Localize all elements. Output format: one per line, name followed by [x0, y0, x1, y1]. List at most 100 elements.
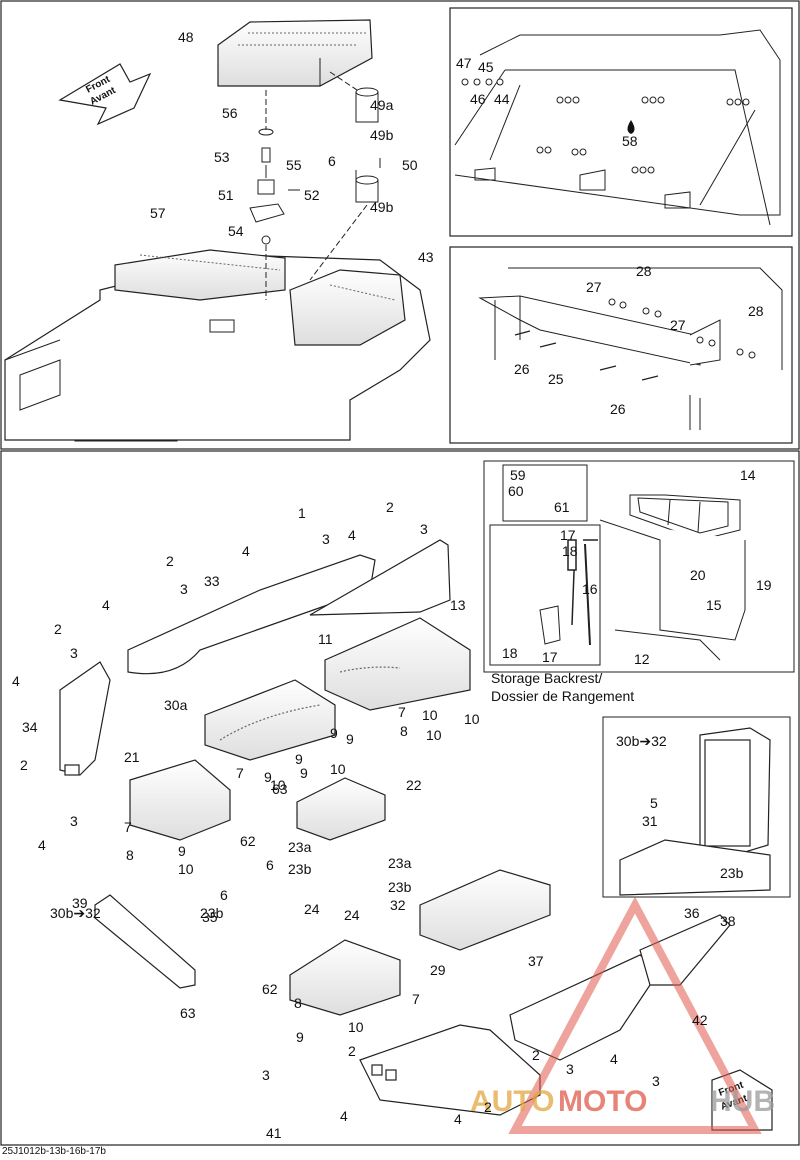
seat-base-assembly — [4, 249, 431, 441]
callout-label: 13 — [450, 597, 466, 613]
callout-label: 46 — [470, 91, 486, 107]
svg-text:AUTO: AUTO — [470, 1085, 554, 1118]
callout-label: 49b — [370, 127, 394, 143]
callout-label: 9 — [295, 751, 303, 767]
callout-label: 10 — [464, 711, 480, 727]
callout-label: 7 — [412, 991, 420, 1007]
callout-label: 10 — [270, 777, 286, 793]
callout-label: 2 — [348, 1043, 356, 1059]
callout-label: 58 — [622, 133, 638, 149]
callout-label: 62 — [240, 833, 256, 849]
callout-label: 8 — [126, 847, 134, 863]
callout-label: 2 — [386, 499, 394, 515]
callout-label: 9 — [330, 725, 338, 741]
callout-label: 7 — [124, 819, 132, 835]
cushion-30b — [419, 869, 551, 951]
callout-label: 30b➔32 — [616, 733, 667, 749]
top-panel-frame — [0, 0, 800, 450]
side-panel-33 — [127, 554, 376, 675]
callout-label: 6 — [328, 153, 336, 169]
cushion-21 — [129, 759, 231, 841]
callout-label: 47 — [456, 55, 472, 71]
callout-label: 28 — [636, 263, 652, 279]
callout-label: 23b — [200, 905, 224, 921]
cushion-29 — [289, 939, 401, 1016]
callout-label: 1 — [298, 505, 306, 521]
inset-storage-lid — [449, 7, 793, 237]
callout-label: 17 — [560, 527, 576, 543]
callout-label: 63 — [272, 781, 288, 797]
trim-37 — [94, 894, 196, 989]
side-panel-42 — [509, 954, 661, 1061]
callout-label: 57 — [150, 205, 166, 221]
callout-label: 4 — [38, 837, 46, 853]
callout-label: 30a — [164, 697, 188, 713]
storage-lid-14 — [599, 494, 746, 661]
callout-label: 6 — [266, 857, 274, 873]
callout-label: 4 — [340, 1108, 348, 1124]
callout-label: 26 — [610, 401, 626, 417]
callout-label: 18 — [502, 645, 518, 661]
callout-label: 63 — [180, 1005, 196, 1021]
callout-label: 23b — [388, 879, 412, 895]
callout-label: 62 — [262, 981, 278, 997]
callout-label: 9 — [178, 843, 186, 859]
callout-label: 35 — [202, 909, 218, 925]
callout-label: 4 — [12, 673, 20, 689]
callout-label: 60 — [508, 483, 524, 499]
callout-label: 9 — [346, 731, 354, 747]
side-panel-13 — [309, 539, 451, 616]
callout-label: 56 — [222, 105, 238, 121]
callout-label: 31 — [642, 813, 658, 829]
callout-label: 3 — [322, 531, 330, 547]
callout-label: 9 — [264, 769, 272, 785]
callout-label: 39 — [72, 895, 88, 911]
callout-label: 10 — [330, 761, 346, 777]
callout-label: 2 — [54, 621, 62, 637]
inset-storage-detail-a — [502, 464, 588, 522]
drawing-id: 25J1012b-13b-16b-17b — [2, 1146, 106, 1157]
callout-label: 45 — [478, 59, 494, 75]
callout-label: 9 — [300, 765, 308, 781]
gas-spring-16 — [567, 539, 577, 626]
callout-label: 14 — [740, 467, 756, 483]
callout-label: 30b➔32 — [50, 905, 101, 921]
callout-label: 34 — [22, 719, 38, 735]
callout-label: 36 — [684, 905, 700, 921]
callout-label: 10 — [348, 1019, 364, 1035]
callout-label: 10 — [426, 727, 442, 743]
cushion-11 — [324, 617, 471, 711]
callout-label: 4 — [102, 597, 110, 613]
bracket-washers — [608, 298, 756, 359]
callout-label: 6 — [220, 887, 228, 903]
storage-label-line1: Storage Backrest/ — [491, 670, 602, 686]
bracket-screws — [514, 330, 659, 381]
callout-label: 44 — [494, 91, 510, 107]
backrest-30b-32 — [619, 727, 771, 896]
callout-label: 3 — [70, 813, 78, 829]
callout-label: 21 — [124, 749, 140, 765]
callout-label: 3 — [652, 1073, 660, 1089]
mount-plate-17 — [539, 605, 561, 645]
callout-label: 25 — [548, 371, 564, 387]
callout-label: 53 — [214, 149, 230, 165]
callout-label: 2 — [532, 1047, 540, 1063]
callout-label: 4 — [610, 1051, 618, 1067]
callout-label: 38 — [720, 913, 736, 929]
callout-label: 10 — [422, 707, 438, 723]
callout-label: 2 — [20, 757, 28, 773]
callout-label: 2 — [484, 1099, 492, 1115]
callout-label: 23b — [720, 865, 744, 881]
callout-label: 26 — [514, 361, 530, 377]
callout-label: 29 — [430, 962, 446, 978]
callout-label: 48 — [178, 29, 194, 45]
callout-label: 24 — [304, 901, 320, 917]
svg-text:HUB: HUB — [710, 1085, 775, 1118]
callout-label: 15 — [706, 597, 722, 613]
callout-label: 33 — [204, 573, 220, 589]
callout-label: 61 — [554, 499, 570, 515]
callout-label: 18 — [562, 543, 578, 559]
